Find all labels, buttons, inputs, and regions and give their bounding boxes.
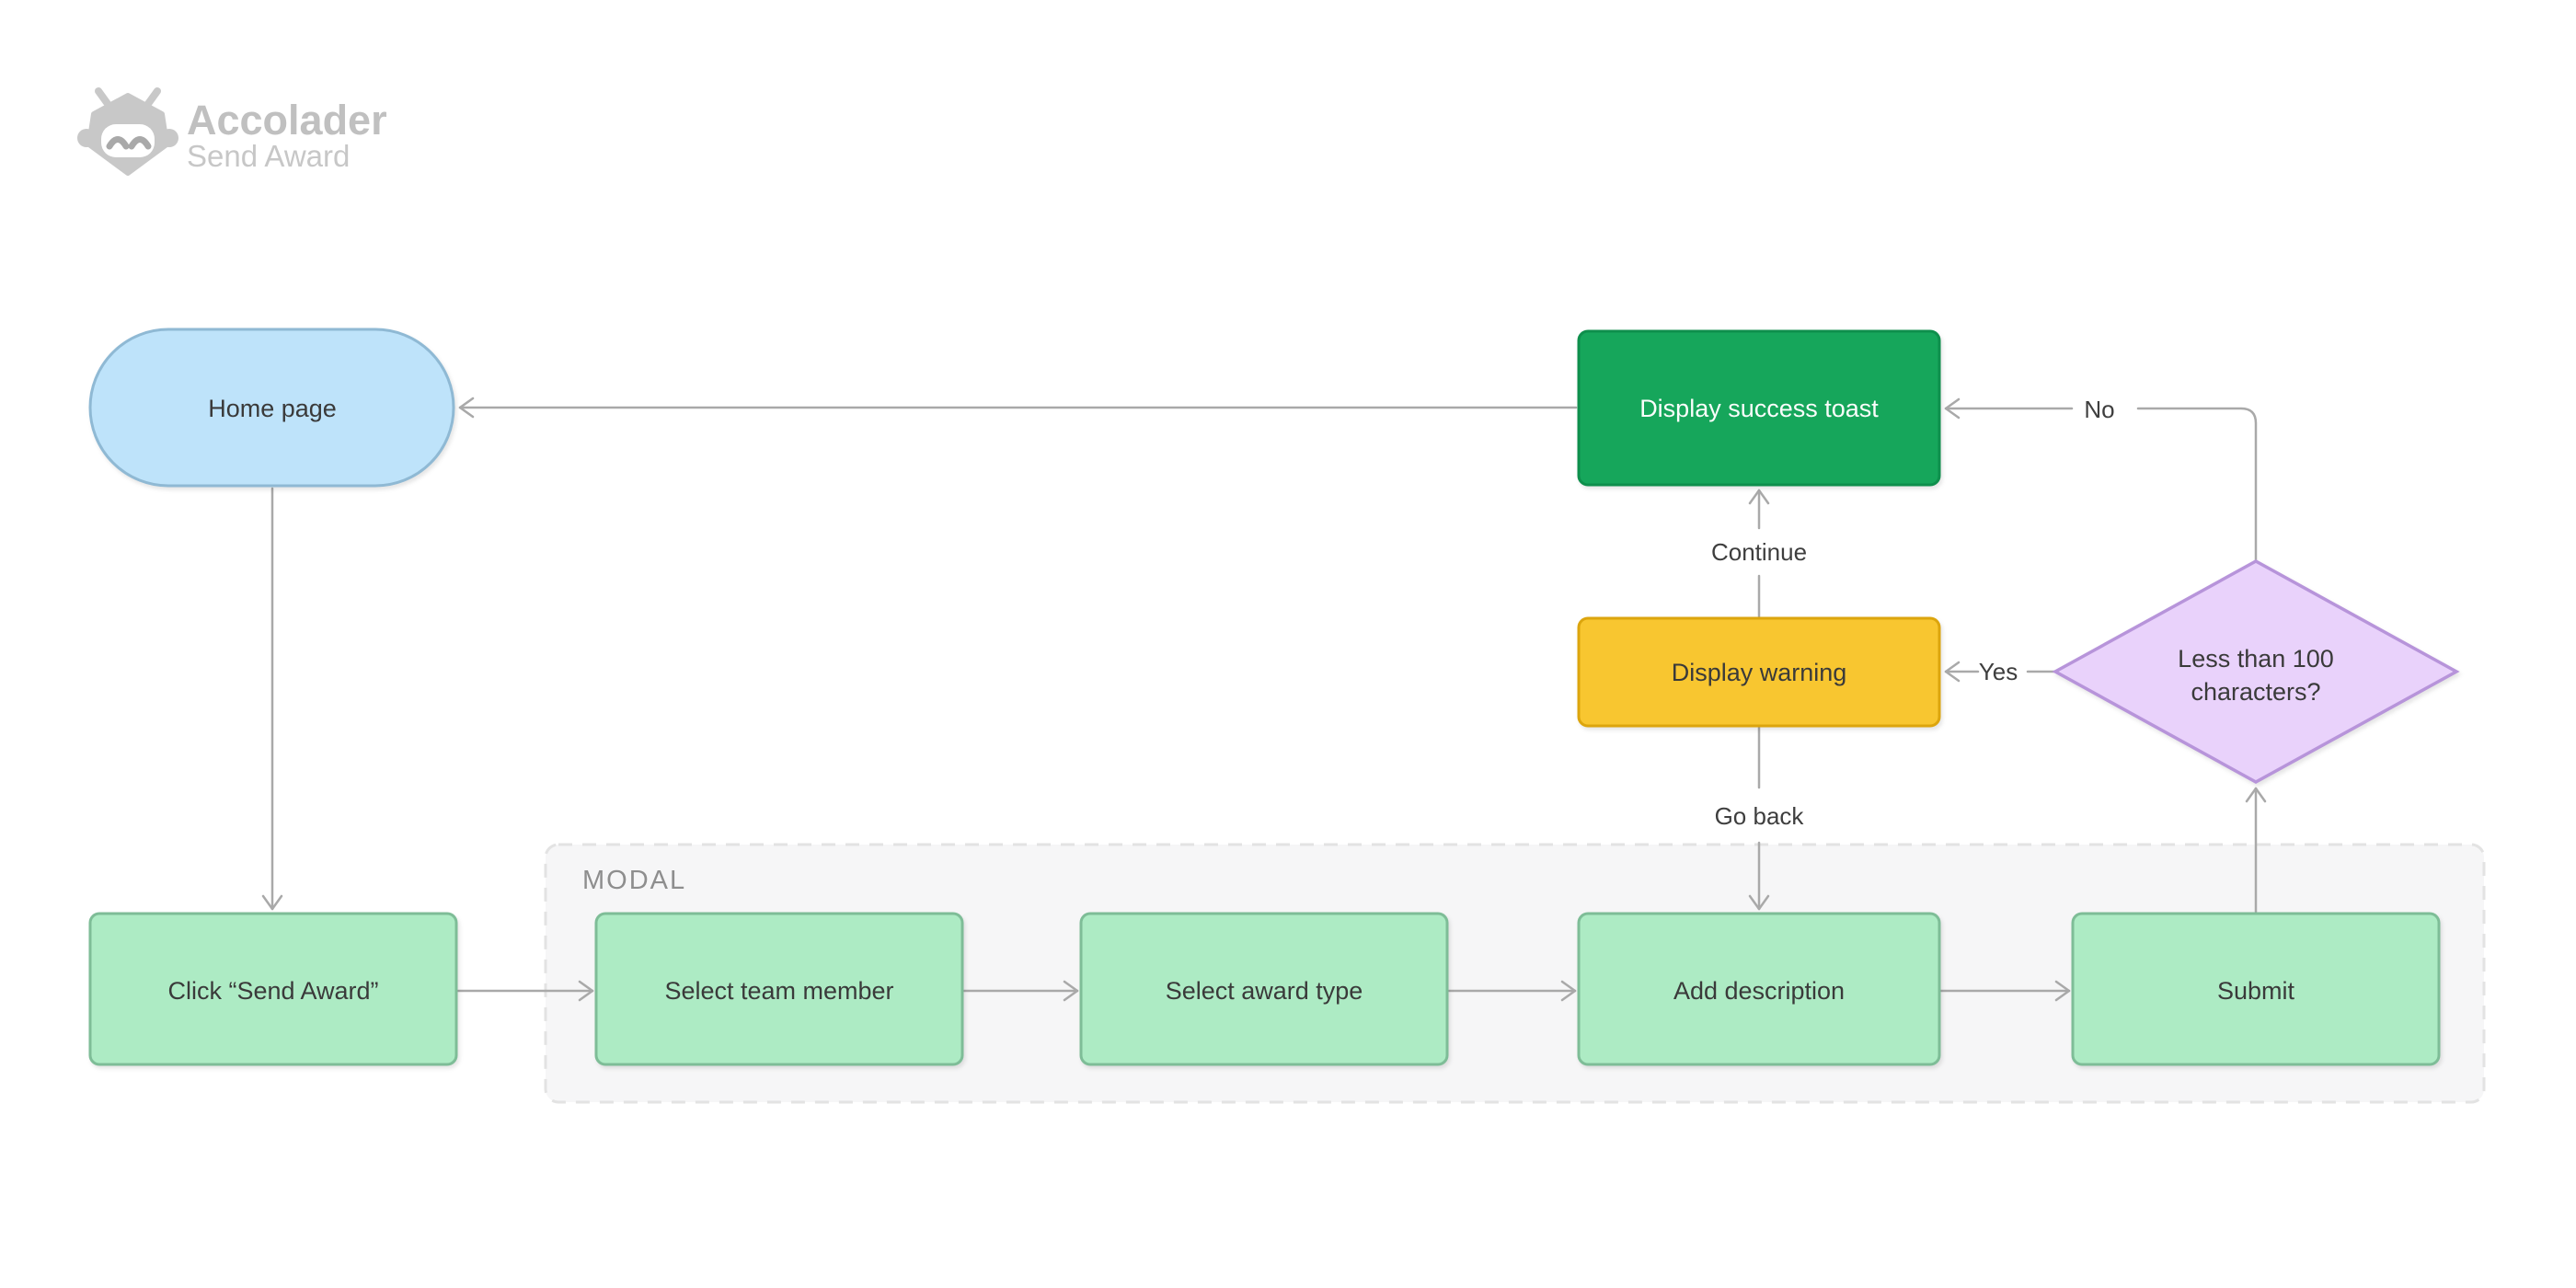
home-page-shape[interactable] (88, 328, 455, 488)
connectors (261, 397, 2267, 1002)
select-team-member-label: Select team member (664, 977, 893, 1005)
node-display-success-toast[interactable]: Display success toast (1577, 329, 1941, 487)
node-select-award-type[interactable]: Select award type (1079, 912, 1449, 1066)
edge-label-no: No (2084, 396, 2114, 423)
click-send-award-label: Click “Send Award” (167, 977, 378, 1005)
display-warning-shape[interactable] (1577, 616, 1941, 728)
submit-label: Submit (2217, 977, 2295, 1005)
node-home-page[interactable]: Home page (88, 328, 455, 488)
node-submit[interactable]: Submit (2071, 912, 2441, 1066)
node-select-team-member[interactable]: Select team member (594, 912, 964, 1066)
robot-eye-left (106, 136, 130, 150)
modal-group-container[interactable] (544, 843, 2486, 1104)
decision-label-line1: Less than 100 (2178, 645, 2334, 673)
add-description-shape[interactable] (1577, 912, 1941, 1066)
modal-group: MODAL (544, 843, 2486, 1104)
add-description-label: Add description (1673, 977, 1845, 1005)
decision-shape[interactable] (2052, 559, 2460, 784)
display-warning-label: Display warning (1672, 659, 1847, 686)
robot-eye-right (128, 136, 152, 150)
robot-visor (101, 124, 155, 157)
brand-subtitle: Send Award (187, 139, 350, 173)
app-logo: Accolader Send Award (77, 87, 387, 176)
edge-label-yes: Yes (1979, 658, 2018, 685)
select-team-member-shape[interactable] (594, 912, 964, 1066)
click-send-award-shape[interactable] (88, 912, 458, 1066)
modal-group-label: MODAL (582, 866, 686, 895)
robot-icon (77, 87, 178, 176)
submit-shape[interactable] (2071, 912, 2441, 1066)
edge-label-continue: Continue (1711, 538, 1807, 566)
node-decision-less-than-100[interactable]: Less than 100 characters? (2052, 559, 2460, 784)
edge-label-go-back: Go back (1715, 802, 1805, 830)
edge-labels: Continue Go back Yes No (1711, 396, 2115, 830)
home-page-label: Home page (208, 395, 337, 422)
edge-decision-to-toast-tail (2136, 407, 2258, 565)
select-award-type-shape[interactable] (1079, 912, 1449, 1066)
decision-label-line2: characters? (2191, 678, 2320, 706)
select-award-type-label: Select award type (1166, 977, 1363, 1005)
brand-title: Accolader (187, 97, 387, 144)
node-click-send-award[interactable]: Click “Send Award” (88, 912, 458, 1066)
node-add-description[interactable]: Add description (1577, 912, 1941, 1066)
display-success-toast-label: Display success toast (1639, 395, 1879, 422)
display-success-toast-shape[interactable] (1577, 329, 1941, 487)
node-display-warning[interactable]: Display warning (1577, 616, 1941, 728)
